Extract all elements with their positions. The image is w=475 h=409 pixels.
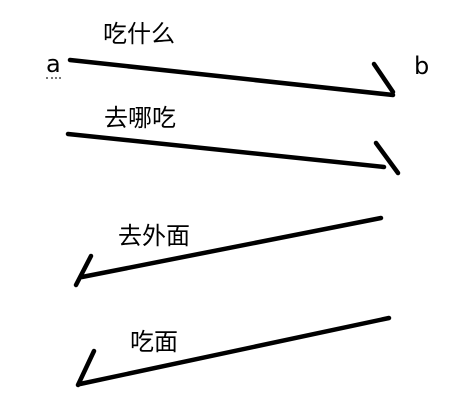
arrow-2-head <box>373 140 401 176</box>
message-4-label: 吃面 <box>130 328 178 356</box>
arrow-4-shaft <box>77 315 392 387</box>
arrow-3-head <box>73 253 94 288</box>
arrow-2-shaft <box>65 131 387 170</box>
arrow-3 <box>73 215 384 288</box>
participant-b-label: b <box>414 52 430 80</box>
arrow-3-shaft <box>79 215 384 280</box>
participant-a-label: a <box>46 50 61 79</box>
message-1-label: 吃什么 <box>103 20 175 48</box>
arrow-1-shaft <box>67 57 396 98</box>
arrow-2 <box>65 131 401 176</box>
arrow-4-head <box>75 348 97 388</box>
arrow-1-head <box>371 61 396 95</box>
arrow-4 <box>75 315 392 388</box>
message-3-label: 去外面 <box>118 222 190 250</box>
arrow-1 <box>67 57 396 98</box>
message-2-label: 去哪吃 <box>104 104 176 132</box>
